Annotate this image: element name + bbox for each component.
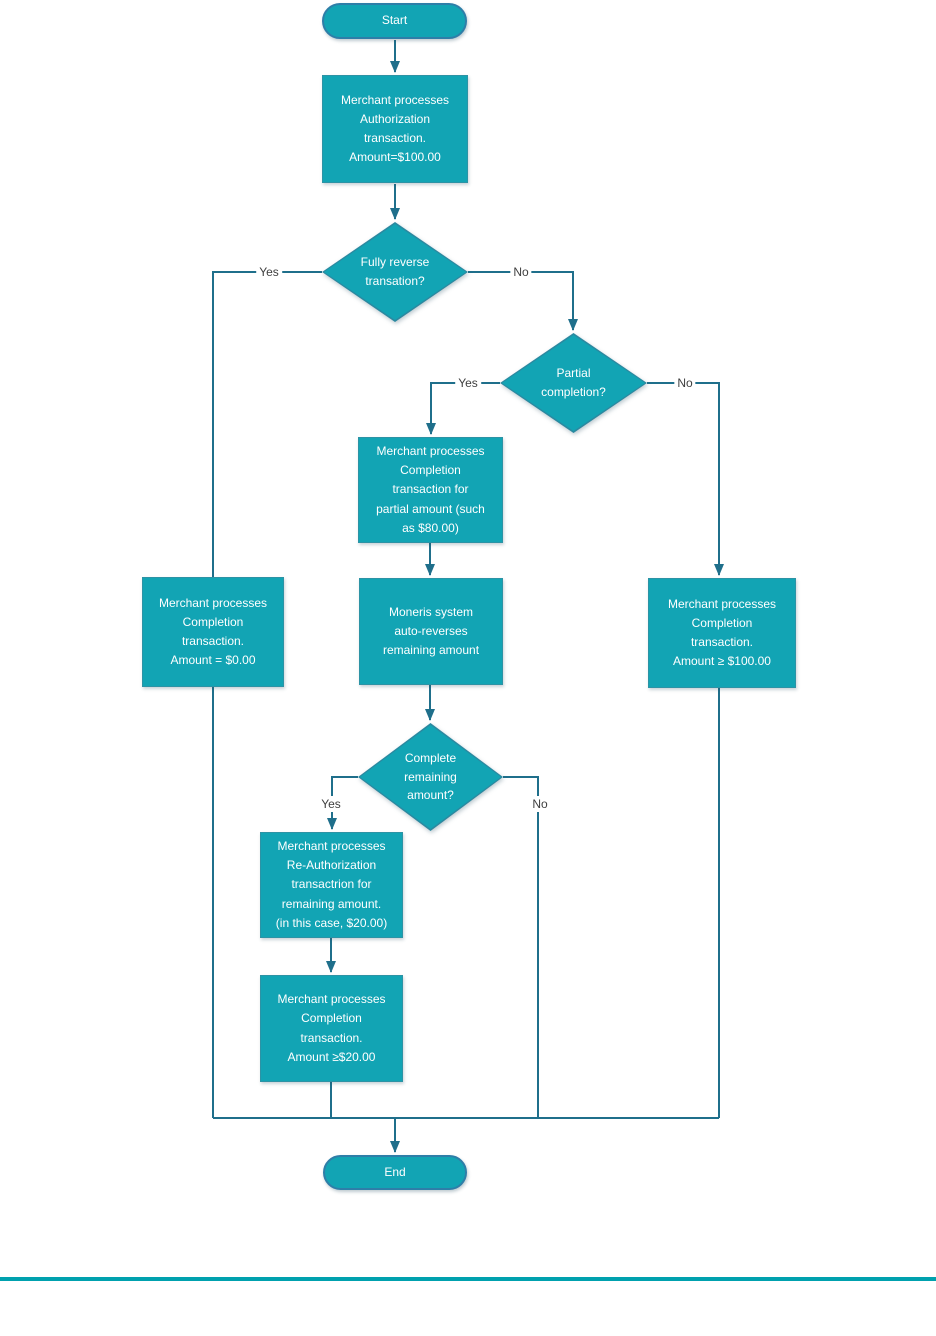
process-reauthorization: Merchant processes Re-Authorization tran…	[260, 832, 403, 938]
decision-partial-completion: Partial completion?	[500, 333, 647, 433]
end-node: End	[323, 1155, 467, 1190]
process-partial-amount: Merchant processes Completion transactio…	[358, 437, 503, 543]
edge-label-decision2-yes: Yes	[455, 375, 481, 391]
decision-complete-remaining-label: Complete remaining amount?	[360, 725, 501, 829]
edge-label-decision1-no: No	[510, 264, 532, 280]
edge-label-decision3-yes: Yes	[318, 796, 344, 812]
edge-label-decision2-no: No	[674, 375, 696, 391]
process-completion-full: Merchant processes Completion transactio…	[648, 578, 796, 688]
decision-partial-completion-label: Partial completion?	[502, 335, 645, 431]
decision-fully-reverse-label: Fully reverse transation?	[324, 224, 466, 320]
process-auto-reverse: Moneris system auto-reverses remaining a…	[359, 578, 503, 685]
footer-divider	[0, 1277, 936, 1281]
decision-complete-remaining: Complete remaining amount?	[358, 723, 503, 831]
start-node: Start	[322, 3, 467, 39]
connector-decision1-yes	[212, 271, 322, 1118]
connector-decision3-no	[503, 776, 539, 1118]
process-completion-zero: Merchant processes Completion transactio…	[142, 577, 284, 687]
edge-label-decision3-no: No	[529, 796, 551, 812]
connector-decision1-no	[468, 271, 578, 331]
decision-fully-reverse: Fully reverse transation?	[322, 222, 468, 322]
connector-decision2-no	[647, 382, 724, 576]
process-authorization: Merchant processes Authorization transac…	[322, 75, 468, 183]
process-completion-twenty: Merchant processes Completion transactio…	[260, 975, 403, 1082]
edge-label-decision1-yes: Yes	[256, 264, 282, 280]
